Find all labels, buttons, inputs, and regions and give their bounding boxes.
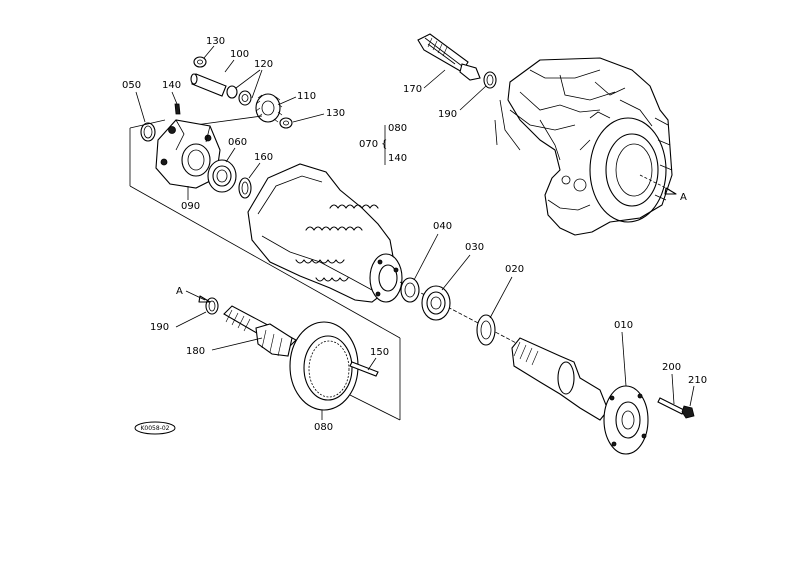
label-030: 030 <box>465 242 484 253</box>
axle-010 <box>511 337 649 455</box>
ring-050 <box>140 122 156 142</box>
label-080-group: 080 <box>388 123 407 134</box>
bearing-120-b <box>238 90 252 106</box>
bolt-200 <box>657 397 685 415</box>
ring-gear-080 <box>289 321 359 411</box>
group-bracket: { <box>381 139 387 150</box>
label-200: 200 <box>662 362 681 373</box>
axle-housing <box>247 163 403 303</box>
pin-140 <box>174 103 181 115</box>
label-210: 210 <box>688 375 707 386</box>
carrier-090 <box>155 119 221 189</box>
label-050: 050 <box>122 80 141 91</box>
callout-a-bottom: A <box>176 286 183 297</box>
washer-130-top <box>193 56 207 68</box>
reference-code-badge: K0058-02 <box>134 421 176 435</box>
pin-100 <box>190 73 227 97</box>
label-080-bottom: 080 <box>314 422 333 433</box>
ring-190-top <box>483 71 497 89</box>
ring-160 <box>238 177 252 199</box>
label-090: 090 <box>181 201 200 212</box>
label-180: 180 <box>186 346 205 357</box>
label-040: 040 <box>433 221 452 232</box>
label-140-group: 140 <box>388 153 407 164</box>
oil-seal-040 <box>400 277 420 303</box>
transmission-case <box>494 57 677 236</box>
label-120: 120 <box>254 59 273 70</box>
label-070: 070 <box>359 139 378 150</box>
label-020: 020 <box>505 264 524 275</box>
label-060: 060 <box>228 137 247 148</box>
callout-a-top: A <box>680 192 687 203</box>
ring-190-bottom <box>205 297 219 315</box>
gear-110 <box>255 93 283 123</box>
bearing-060 <box>207 159 237 193</box>
label-100: 100 <box>230 49 249 60</box>
label-190-bottom: 190 <box>150 322 169 333</box>
washer-130-right <box>279 117 293 129</box>
label-110: 110 <box>297 91 316 102</box>
bearing-120-a <box>226 85 238 99</box>
shaft-180 <box>223 305 297 357</box>
nut-210 <box>681 405 695 419</box>
label-140-left: 140 <box>162 80 181 91</box>
label-130-top: 130 <box>206 36 225 47</box>
label-190-top: 190 <box>438 109 457 120</box>
reference-code-text: K0058-02 <box>140 425 169 432</box>
seal-020 <box>476 314 496 346</box>
label-150: 150 <box>370 347 389 358</box>
label-130-right: 130 <box>326 108 345 119</box>
label-160: 160 <box>254 152 273 163</box>
label-170: 170 <box>403 84 422 95</box>
label-010: 010 <box>614 320 633 331</box>
shaft-170 <box>417 33 481 81</box>
bearing-030 <box>421 285 451 321</box>
